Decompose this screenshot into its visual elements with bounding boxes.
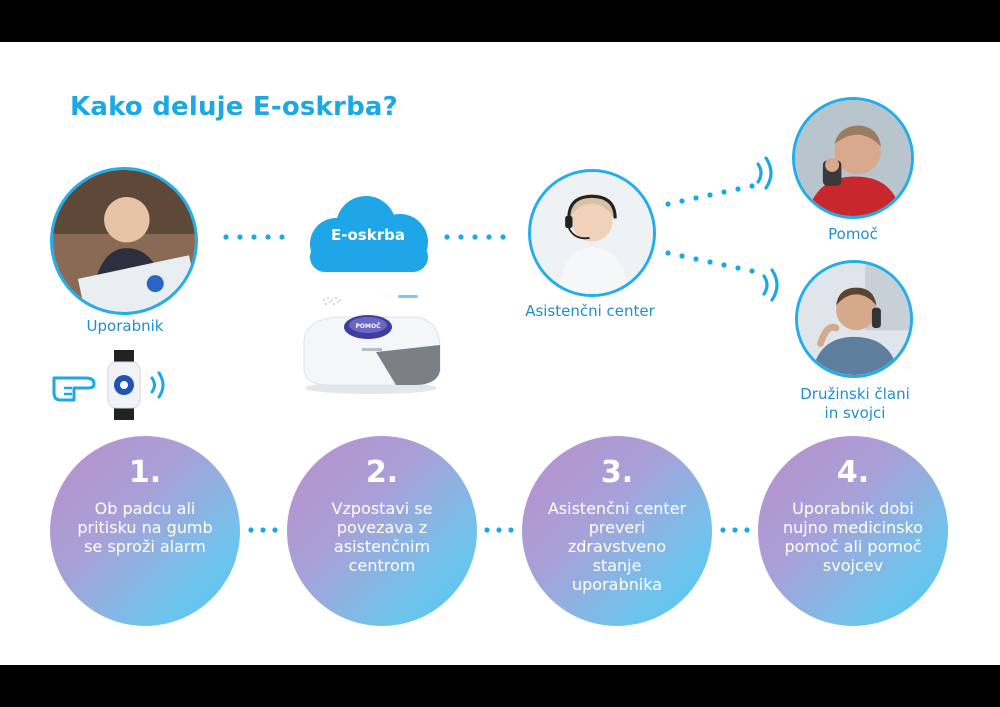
step-2: 2. Vzpostavi se povezava z asistenčnim c… bbox=[287, 436, 477, 626]
signal-waves-icon bbox=[146, 368, 174, 402]
signal-waves-icon bbox=[758, 264, 788, 306]
user-photo bbox=[50, 167, 198, 315]
assistance-center-label: Asistenčni center bbox=[515, 302, 665, 321]
step-3: 3. Asistenčni center preveri zdravstveno… bbox=[522, 436, 712, 626]
family-label: Družinski člani in svojci bbox=[785, 385, 925, 423]
connector-dots bbox=[482, 525, 522, 535]
connector-dots bbox=[718, 525, 758, 535]
step-number: 1. bbox=[50, 456, 240, 490]
infographic: Kako deluje E-oskrba? Uporabnik E-oskrba bbox=[0, 42, 1000, 665]
assistance-center-photo bbox=[528, 169, 656, 297]
connector-dots bbox=[443, 232, 513, 242]
connector-dots bbox=[222, 232, 292, 242]
step-text: Ob padcu ali pritisku na gumb se sproži … bbox=[50, 499, 240, 556]
step-number: 4. bbox=[758, 456, 948, 490]
step-text: Asistenčni center preveri zdravstveno st… bbox=[522, 499, 712, 594]
family-label-line1: Družinski člani bbox=[785, 385, 925, 404]
step-text: Uporabnik dobi nujno medicinsko pomoč al… bbox=[758, 499, 948, 575]
page-title: Kako deluje E-oskrba? bbox=[70, 92, 398, 122]
help-photo bbox=[792, 97, 914, 219]
connector-dots bbox=[246, 525, 286, 535]
step-number: 2. bbox=[287, 456, 477, 490]
help-label: Pomoč bbox=[805, 225, 901, 244]
user-label: Uporabnik bbox=[70, 317, 180, 336]
signal-waves-icon bbox=[752, 152, 782, 194]
step-1: 1. Ob padcu ali pritisku na gumb se spro… bbox=[50, 436, 240, 626]
step-number: 3. bbox=[522, 456, 712, 490]
step-4: 4. Uporabnik dobi nujno medicinsko pomoč… bbox=[758, 436, 948, 626]
cloud-label: E-oskrba bbox=[298, 226, 438, 244]
alarm-base-device-icon: POMOČ bbox=[296, 290, 446, 395]
device-button-label: POMOČ bbox=[356, 323, 382, 330]
family-member-photo bbox=[795, 260, 913, 378]
alarm-pendant-icon bbox=[104, 350, 144, 420]
step-text: Vzpostavi se povezava z asistenčnim cent… bbox=[287, 499, 477, 575]
pointing-hand-icon bbox=[50, 364, 102, 404]
family-label-line2: in svojci bbox=[785, 404, 925, 423]
